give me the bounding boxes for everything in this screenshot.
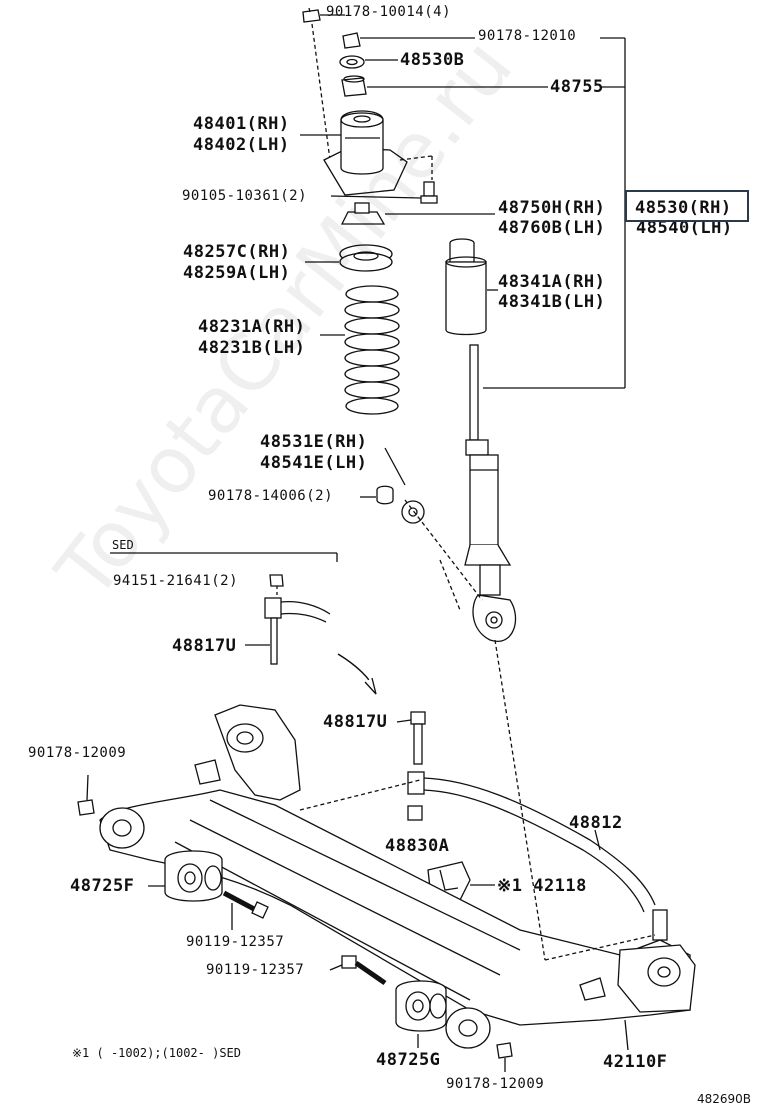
label-48402[interactable]: 48402(LH) xyxy=(193,135,290,155)
label-48817u-upper[interactable]: 48817U xyxy=(172,636,237,656)
bolt-90105-10361[interactable] xyxy=(420,181,438,204)
label-48231a[interactable]: 48231A(RH) xyxy=(198,317,306,337)
nut-90178-12009-right[interactable] xyxy=(496,1042,513,1059)
bumper-48341a[interactable] xyxy=(445,238,487,336)
label-94151-21641[interactable]: 94151-21641(2) xyxy=(113,573,239,589)
label-90178-10014[interactable]: 90178-10014(4) xyxy=(326,4,452,20)
label-48725f[interactable]: 48725F xyxy=(70,876,135,896)
label-48830a[interactable]: 48830A xyxy=(385,836,450,856)
label-48760b[interactable]: 48760B(LH) xyxy=(498,218,606,238)
nut-90178-12009-left[interactable] xyxy=(77,799,95,816)
label-48755[interactable]: 48755 xyxy=(550,77,604,97)
bolt-90119-12357-upper[interactable] xyxy=(222,890,269,919)
suspension-support-48401[interactable] xyxy=(323,110,408,196)
label-sed: SED xyxy=(112,538,134,552)
label-48817u-lower[interactable]: 48817U xyxy=(323,712,388,732)
bolt-90119-12357-lower[interactable] xyxy=(341,955,387,986)
label-90178-12009-right[interactable]: 90178-12009 xyxy=(446,1076,545,1092)
label-90119-12357-upper[interactable]: 90119-12357 xyxy=(186,934,285,950)
cushion-48755[interactable] xyxy=(341,75,367,97)
label-90178-12009-left[interactable]: 90178-12009 xyxy=(28,745,127,761)
highlighted-part-48530[interactable]: 48530(RH) xyxy=(625,190,749,222)
link-48817u-lower[interactable] xyxy=(410,711,426,765)
label-48341a[interactable]: 48341A(RH) xyxy=(498,272,606,292)
label-48541e[interactable]: 48541E(LH) xyxy=(260,453,368,473)
nut-90178-12010[interactable] xyxy=(342,32,361,49)
axle-beam-42110f[interactable] xyxy=(99,704,696,1049)
label-48401[interactable]: 48401(RH) xyxy=(193,114,290,134)
highlighted-part-label: 48530(RH) xyxy=(635,198,732,218)
label-48750h[interactable]: 48750H(RH) xyxy=(498,198,606,218)
bushing-48725g[interactable] xyxy=(395,980,447,1032)
nut-90178-10014[interactable] xyxy=(302,7,321,23)
label-48540[interactable]: 48540(LH) xyxy=(636,218,733,238)
nut-94151-21641[interactable] xyxy=(269,574,284,587)
label-48531e[interactable]: 48531E(RH) xyxy=(260,432,368,452)
label-90119-12357-lower[interactable]: 90119-12357 xyxy=(206,962,305,978)
label-48725g[interactable]: 48725G xyxy=(376,1050,441,1070)
label-42118[interactable]: ※1 42118 xyxy=(497,876,587,896)
label-48259a[interactable]: 48259A(LH) xyxy=(183,263,291,283)
washer-48530b[interactable] xyxy=(339,55,365,69)
link-48817u-upper[interactable] xyxy=(264,597,331,665)
label-48341b[interactable]: 48341B(LH) xyxy=(498,292,606,312)
label-42110f[interactable]: 42110F xyxy=(603,1052,668,1072)
label-90178-12010[interactable]: 90178-12010 xyxy=(478,28,577,44)
shock-absorber-48530[interactable] xyxy=(464,344,517,642)
footnote: ※1 ( -1002);(1002- )SED xyxy=(72,1046,241,1060)
insulator-48257c[interactable] xyxy=(339,244,393,272)
stabilizer-bar-48812[interactable] xyxy=(407,771,668,941)
label-48812[interactable]: 48812 xyxy=(569,813,623,833)
seat-48750h[interactable] xyxy=(340,202,386,225)
label-48257c[interactable]: 48257C(RH) xyxy=(183,242,291,262)
bushing-48725f[interactable] xyxy=(164,850,223,902)
label-90178-14006[interactable]: 90178-14006(2) xyxy=(208,488,334,504)
label-48530b[interactable]: 48530B xyxy=(400,50,465,70)
bushing-48531e[interactable] xyxy=(376,485,425,524)
coil-spring-48231a[interactable] xyxy=(344,285,400,415)
label-48231b[interactable]: 48231B(LH) xyxy=(198,338,306,358)
diagram-id: 482690B xyxy=(697,1092,752,1106)
label-90105-10361[interactable]: 90105-10361(2) xyxy=(182,188,308,204)
bushing-48830a[interactable] xyxy=(407,805,423,821)
